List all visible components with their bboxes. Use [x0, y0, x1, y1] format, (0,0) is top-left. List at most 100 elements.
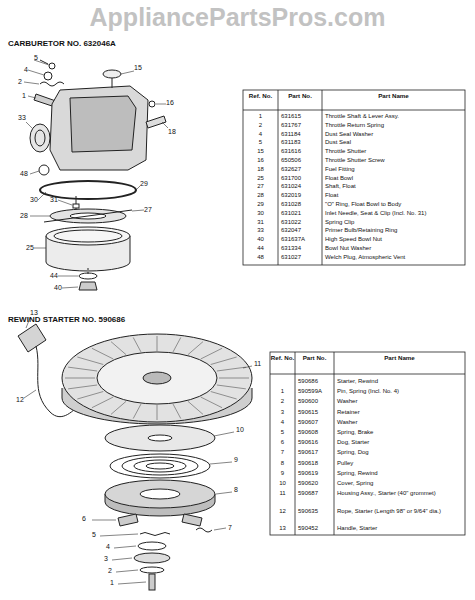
table-cell: Washer — [337, 419, 462, 426]
table-cell: 631024 — [281, 183, 301, 190]
housing-ribs — [65, 336, 249, 420]
housing-rib — [157, 405, 158, 420]
table-cell: 631767 — [281, 122, 301, 129]
table-cell: 590635 — [298, 508, 318, 515]
leader-line — [24, 318, 252, 584]
callout-number: 13 — [30, 309, 38, 317]
table-cell: Float Bowl — [325, 175, 353, 182]
table-cell: 11 — [270, 490, 295, 497]
table-cell: 590686 — [298, 378, 318, 385]
table-header: Part No. — [295, 355, 334, 362]
table-cell: Throttle Shutter Screw — [325, 157, 385, 164]
housing-rib — [201, 397, 222, 408]
table-cell: 590607 — [298, 419, 318, 426]
table-cell: 44 — [243, 245, 278, 252]
carburetor-drawing — [30, 60, 166, 290]
table-cell: 631028 — [281, 201, 301, 208]
table-cell: 5 — [243, 139, 278, 146]
table-cell: 30 — [243, 210, 278, 217]
callout-number: 1 — [110, 579, 114, 587]
callout-number: 31 — [50, 196, 58, 204]
table-cell: 1 — [270, 388, 295, 395]
callout-number: 40 — [54, 284, 62, 292]
table-cell: 631027 — [281, 254, 301, 261]
table-cell: Throttle Shutter — [325, 148, 366, 155]
housing-rib — [217, 385, 246, 389]
table-cell: 650506 — [281, 157, 301, 164]
table-cell: 632047 — [281, 227, 301, 234]
table-cell: 631022 — [281, 219, 301, 226]
callout-number: 7 — [228, 524, 232, 532]
callout-number: 4 — [24, 66, 28, 74]
leader-line — [24, 60, 168, 288]
section-title: REWIND STARTER NO. 590686 — [8, 316, 125, 325]
table-cell: 590618 — [298, 460, 318, 467]
housing-rib — [133, 337, 141, 351]
table-cell: 29 — [243, 201, 278, 208]
callout-number: 1 — [22, 92, 26, 100]
table-cell: 2 — [243, 122, 278, 129]
table-cell: 5 — [270, 429, 295, 436]
table-cell: 6 — [270, 439, 295, 446]
table-cell: 40 — [243, 236, 278, 243]
callout-number: 5 — [34, 54, 38, 62]
housing-rib — [133, 404, 141, 418]
table-cell: 632627 — [281, 166, 301, 173]
table-cell: Spring, Dog — [337, 449, 462, 456]
callout-number: 6 — [82, 515, 86, 523]
table-header: Part Name — [322, 93, 465, 100]
table-cell: Dust Seal Washer — [325, 131, 373, 138]
callout-number: 28 — [20, 212, 28, 220]
table-cell: Cover, Spring — [337, 480, 462, 487]
table-cell: 590600 — [298, 398, 318, 405]
section-title: CARBURETOR NO. 632046A — [8, 40, 116, 49]
table-header: Part No. — [278, 93, 322, 100]
table-cell: "O" Ring, Float Bowl to Body — [325, 201, 401, 208]
housing-rib — [217, 367, 246, 371]
table-cell: 4 — [243, 131, 278, 138]
parts-table — [270, 352, 465, 535]
table-header: Ref. No. — [243, 93, 278, 100]
table-cell: Dog, Starter — [337, 439, 462, 446]
callout-number: 8 — [234, 486, 238, 494]
table-cell: 31 — [243, 219, 278, 226]
table-cell: Housing Assy., Starter (40" grommet) — [337, 490, 462, 497]
table-cell: 631615 — [281, 113, 301, 120]
table-cell: 4 — [270, 419, 295, 426]
table-cell: Handle, Starter — [337, 525, 462, 532]
table-cell: 7 — [270, 449, 295, 456]
table-cell: 631183 — [281, 139, 301, 146]
callout-number: 18 — [168, 128, 176, 136]
callout-number: 5 — [92, 531, 96, 539]
callout-number: 3 — [104, 555, 108, 563]
callout-number: 27 — [144, 206, 152, 214]
callout-number: 25 — [26, 244, 34, 252]
parts-table — [243, 90, 465, 265]
table-cell: 33 — [243, 227, 278, 234]
table-cell: Fuel Fitting — [325, 166, 355, 173]
table-cell: 2 — [270, 398, 295, 405]
table-cell: Spring, Brake — [337, 429, 462, 436]
table-cell: 590687 — [298, 490, 318, 497]
table-cell: 3 — [270, 409, 295, 416]
table-cell: 16 — [243, 157, 278, 164]
table-cell: 632019 — [281, 192, 301, 199]
callout-number: 12 — [16, 396, 24, 404]
table-header: Part Name — [334, 355, 465, 362]
housing-rib — [201, 348, 222, 359]
callout-number: 4 — [106, 543, 110, 551]
table-cell: 13 — [270, 525, 295, 532]
table-cell: High Speed Bowl Nut — [325, 236, 382, 243]
housing-rib — [77, 392, 103, 400]
table-cell: Bowl Nut Washer — [325, 245, 371, 252]
table-cell: Primer Bulb/Retaining Ring — [325, 227, 397, 234]
housing-rib — [188, 342, 203, 355]
callout-number: 33 — [18, 114, 26, 122]
starter-drawing — [18, 324, 252, 590]
table-cell: 590615 — [298, 409, 318, 416]
table-cell: 590620 — [298, 480, 318, 487]
callout-number: 9 — [234, 456, 238, 464]
housing-rib — [188, 401, 203, 414]
watermark: AppliancePartsPros.com — [6, 4, 469, 32]
